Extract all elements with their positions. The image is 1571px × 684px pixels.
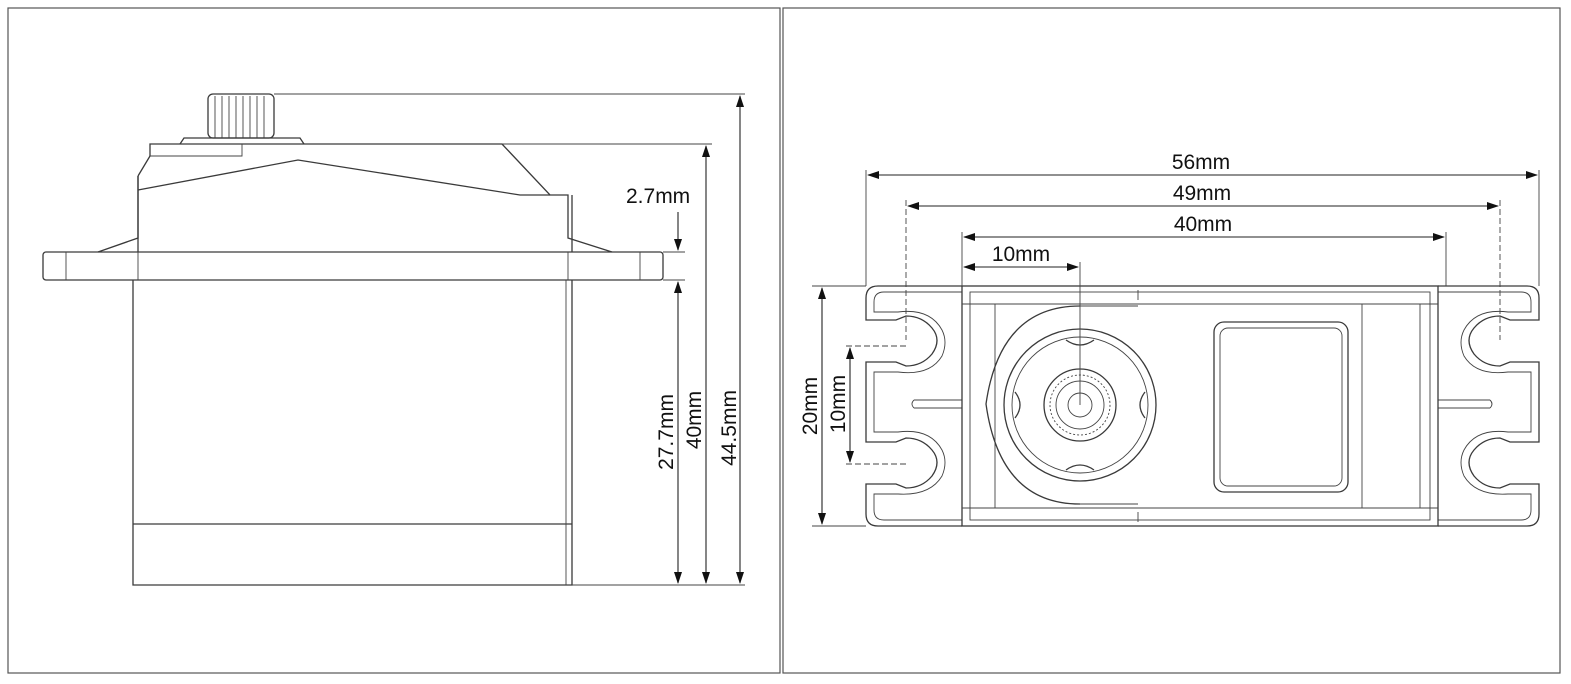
total-height-label: 44.5mm — [718, 390, 741, 466]
case-height-label: 40mm — [683, 391, 706, 449]
case-width-label: 20mm — [799, 377, 822, 435]
hole-pair-spacing-label: 10mm — [827, 375, 850, 433]
overall-length-label: 56mm — [1172, 151, 1230, 174]
side-extension-lines — [274, 93, 745, 586]
case-top — [961, 285, 1439, 527]
top-view: 56mm 49mm 40mm 10mm 20mm 10mm — [799, 151, 1540, 527]
panel-frames — [7, 7, 1561, 674]
label-window — [1213, 321, 1349, 493]
lower-case — [132, 280, 573, 586]
side-dimension-lines — [674, 95, 744, 584]
spline-offset-label: 10mm — [992, 243, 1050, 266]
body-below-flange-label: 27.7mm — [655, 394, 678, 470]
mounting-flange — [42, 251, 664, 281]
right-mounting-ear — [1438, 285, 1540, 527]
hole-spacing-label: 49mm — [1173, 182, 1231, 205]
output-horn-boss — [985, 305, 1157, 505]
top-extension-lines — [812, 170, 1540, 527]
left-mounting-ear — [865, 285, 962, 527]
flange-thickness-label: 2.7mm — [626, 185, 690, 208]
side-view: 2.7mm 27.7mm 40mm 44.5mm — [42, 93, 745, 586]
top-dimension-lines — [818, 171, 1538, 525]
top-cover — [97, 143, 613, 253]
output-spline-gear — [179, 93, 305, 145]
case-length-label: 40mm — [1174, 213, 1232, 236]
